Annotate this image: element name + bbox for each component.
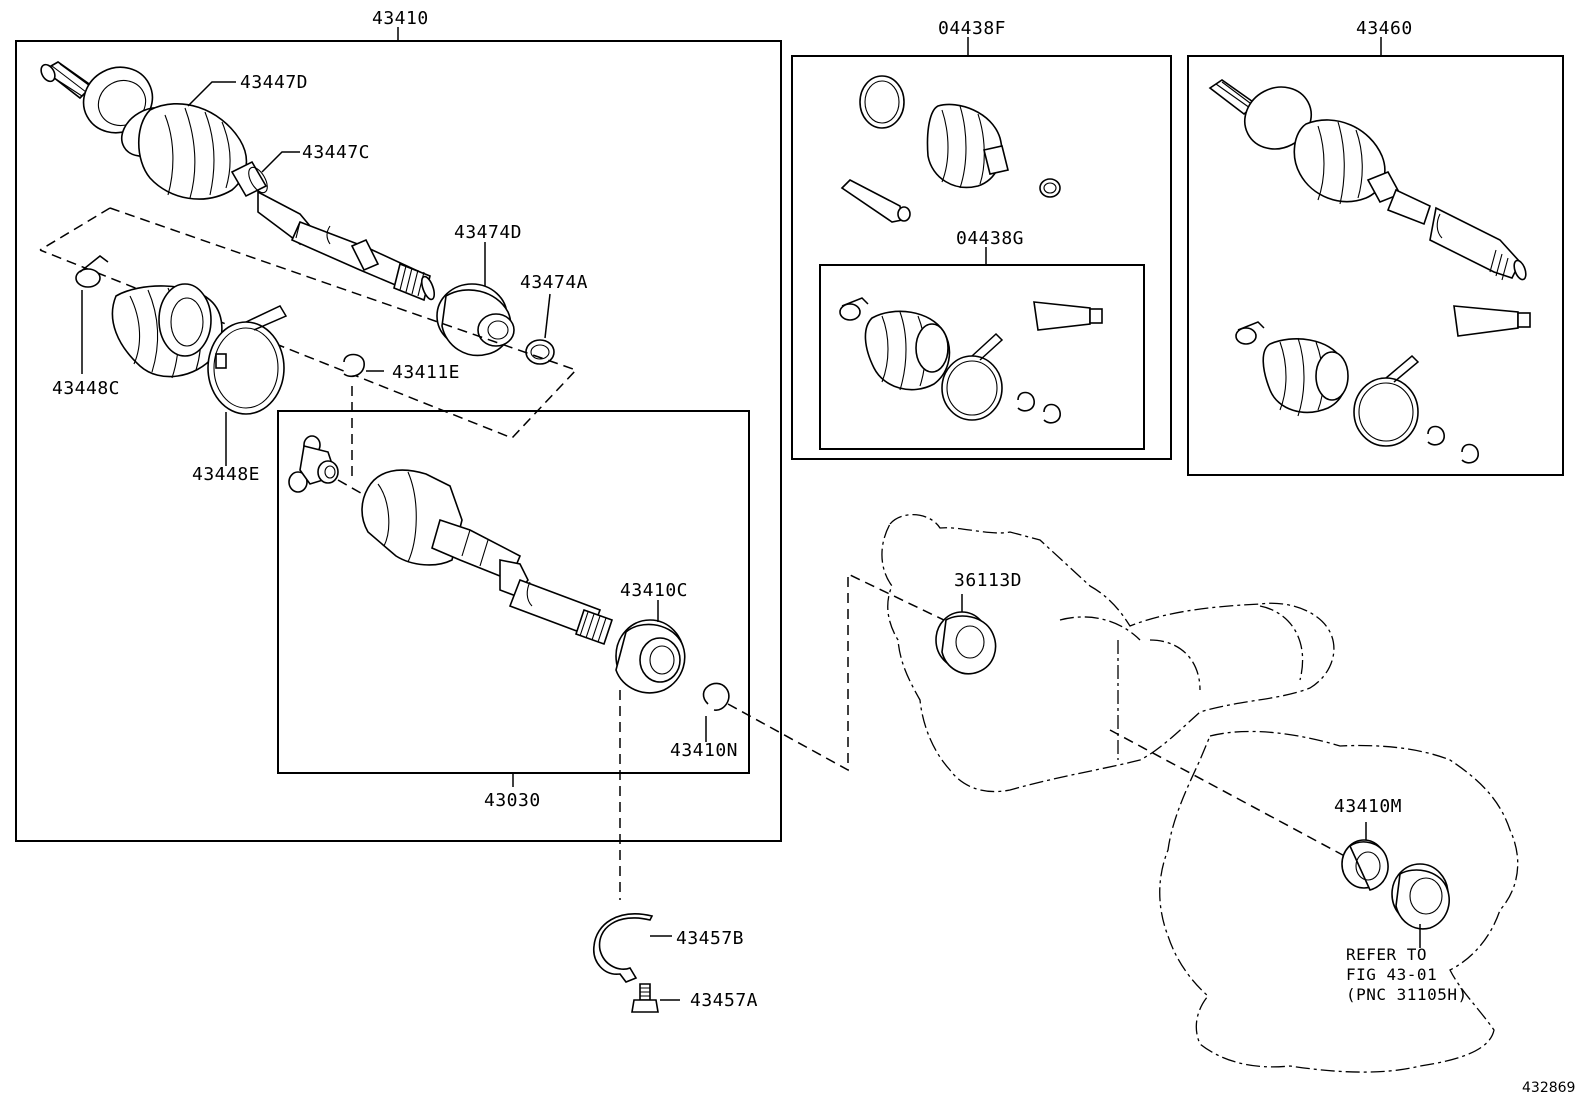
- part-43457A-bolt: [631, 983, 680, 1013]
- leader-43447C: [261, 151, 300, 173]
- figure-number: 432869: [1522, 1080, 1575, 1096]
- dash-link-to-differential: [727, 572, 949, 772]
- part-label-43448C: 43448C: [52, 378, 120, 399]
- part-43411E-circlip: [343, 353, 384, 478]
- part-label-43457A: 43457A: [690, 990, 758, 1011]
- dash-tripod-to-housing: [337, 479, 367, 497]
- part-43448C-clamp: [75, 255, 109, 374]
- part-36113D-seal: [935, 594, 997, 675]
- part-label-43447D: 43447D: [240, 72, 308, 93]
- group-label-04438F: 04438F: [938, 18, 1006, 39]
- part-label-43457B: 43457B: [676, 928, 744, 949]
- group-label-04438G: 04438G: [956, 228, 1024, 249]
- part-label-43410N: 43410N: [670, 740, 738, 761]
- part-label-43474A: 43474A: [520, 272, 588, 293]
- part-inner-boot: [111, 283, 223, 379]
- group-label-43460: 43460: [1356, 18, 1413, 39]
- part-label-43474D: 43474D: [454, 222, 522, 243]
- part-seal-reference: [1391, 863, 1450, 948]
- part-label-43410C: 43410C: [620, 580, 688, 601]
- group-label-43410: 43410: [372, 8, 429, 29]
- part-label-36113D: 36113D: [954, 570, 1022, 591]
- group-label-43030: 43030: [484, 790, 541, 811]
- frame-43460: [1187, 55, 1564, 476]
- part-43448E-band: [207, 305, 288, 466]
- part-43410C-bearing: [615, 619, 686, 900]
- frame-04438F: [791, 55, 1172, 460]
- part-label-43447C: 43447C: [302, 142, 370, 163]
- part-43457B-clip: [593, 913, 672, 983]
- leader-43447D: [187, 81, 236, 107]
- differential-housing-ghost: [881, 513, 1335, 793]
- transmission-case-ghost: [1159, 730, 1519, 1073]
- refer-note-line-2: FIG 43-01: [1346, 965, 1437, 984]
- part-43410N-snap-ring: [702, 682, 730, 742]
- leader-43474A: [544, 293, 551, 339]
- kit-04438F-parts: [840, 75, 1061, 223]
- refer-note-line-3: (PNC 31105H): [1346, 985, 1468, 1004]
- frame-43410: [15, 40, 782, 842]
- frame-04438G: [819, 264, 1145, 450]
- part-label-43448E: 43448E: [192, 464, 260, 485]
- part-43474D-damper: [436, 283, 515, 357]
- part-label-43411E: 43411E: [392, 362, 460, 383]
- part-tripod-joint: [288, 435, 339, 493]
- refer-note-line-1: REFER TO: [1346, 945, 1427, 964]
- kit-04438G-parts: [839, 297, 1103, 424]
- dash-to-43410M: [1109, 729, 1353, 861]
- drive-shaft-outer: [40, 61, 436, 302]
- part-43410M-bearing: [1341, 822, 1389, 891]
- part-label-43410M: 43410M: [1334, 796, 1402, 817]
- part-inner-housing-shaft: [361, 469, 614, 646]
- kit-43460-parts: [1208, 79, 1531, 464]
